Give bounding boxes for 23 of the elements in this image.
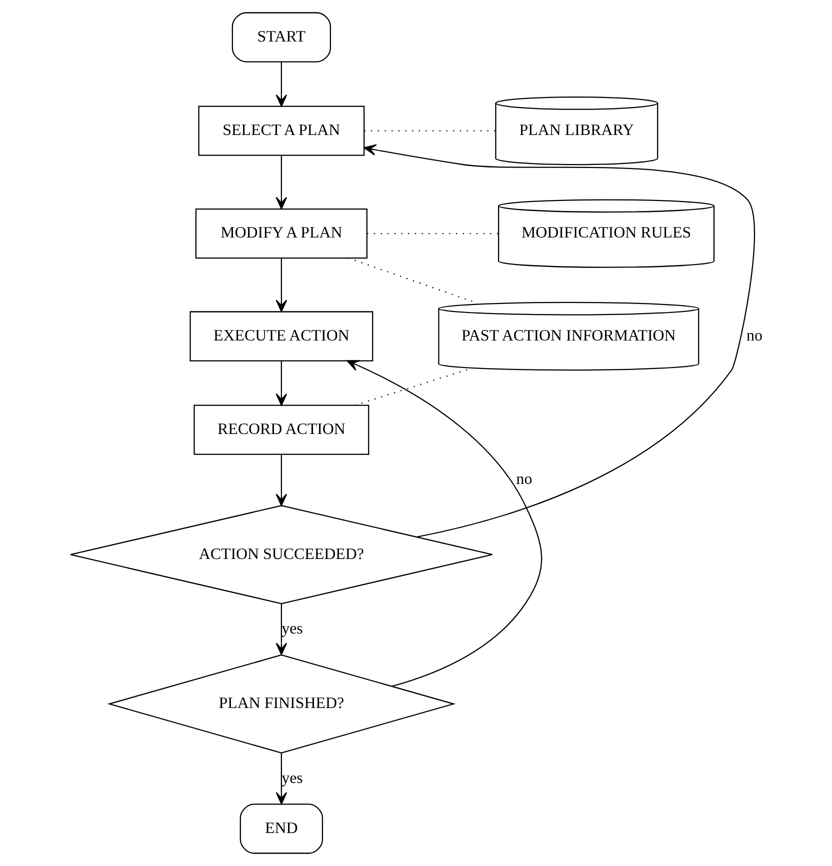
node-box: SELECT A PLAN: [198, 106, 364, 156]
node-box: RECORD ACTION: [193, 404, 369, 455]
node-box: END: [239, 804, 323, 854]
connector: [348, 258, 478, 304]
arrow: [275, 753, 287, 804]
edge-label: no: [516, 471, 532, 488]
arrow: [275, 604, 287, 656]
node-diamond: PLAN FINISHED?: [106, 654, 456, 754]
arrow: [275, 258, 287, 312]
arrow: [275, 156, 287, 210]
arrow: [275, 360, 287, 406]
connector: [354, 368, 470, 406]
edge-label: yes: [281, 770, 302, 787]
arrow: [275, 62, 287, 107]
node-box: EXECUTE ACTION: [189, 311, 373, 362]
node-box: MODIFY A PLAN: [194, 208, 367, 259]
arrow: [346, 360, 542, 687]
edge-label: no: [746, 327, 762, 344]
arrow: [363, 144, 755, 538]
arrow: [275, 454, 287, 506]
node-diamond: ACTION SUCCEEDED?: [70, 505, 492, 604]
edge-label: yes: [281, 620, 302, 638]
node-box: START: [231, 12, 330, 62]
